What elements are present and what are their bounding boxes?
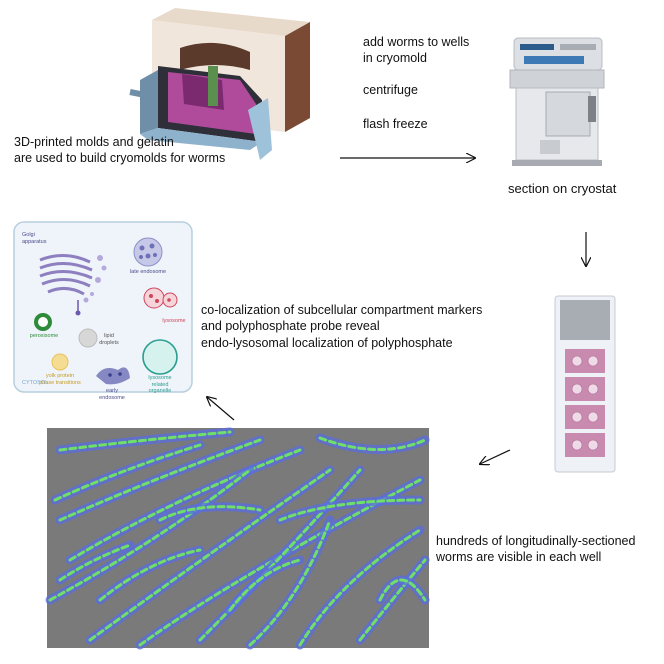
lro-label: lysosome related organelle — [148, 375, 172, 394]
lysosome-label: lysosome — [162, 318, 186, 324]
worms-line1: hundreds of longitudinally-sectioned — [436, 534, 636, 548]
worm-signal — [318, 436, 427, 452]
worm-signal — [88, 468, 332, 642]
lysosome-icon — [143, 287, 178, 309]
lipid-droplet-icon — [78, 328, 98, 348]
worm-signal — [298, 528, 422, 647]
worm-signal — [248, 518, 332, 647]
worm-signal — [98, 548, 202, 602]
arrow-to-micrograph — [480, 449, 511, 464]
worm-signal — [198, 468, 362, 642]
worm-signal — [278, 498, 422, 522]
cell-panel — [13, 221, 193, 393]
coloc-line1: co-localization of subcellular compartme… — [201, 303, 483, 317]
worm-signal — [228, 558, 302, 612]
step-centrifuge: centrifuge — [363, 83, 418, 97]
golgi-label: Golgi apparatus — [22, 232, 47, 245]
worm-signal — [53, 443, 202, 502]
worm-signal — [358, 558, 427, 642]
yolk-icon — [51, 353, 69, 371]
late-endosome-icon — [133, 237, 163, 267]
arrow-to-cell-panel — [207, 397, 235, 421]
worm-signal — [68, 448, 302, 562]
peroxisome-label: peroxisome — [29, 333, 59, 339]
coloc-line2: and polyphosphate probe reveal — [201, 319, 380, 333]
mold-caption-line2: are used to build cryomolds for worms — [14, 151, 226, 165]
slide-illustration — [554, 295, 616, 473]
worm-signal — [378, 578, 427, 602]
peroxisome-icon — [34, 313, 52, 331]
cryomold-illustration — [129, 8, 310, 160]
golgi-icon — [39, 254, 93, 296]
worm-signal — [58, 438, 262, 522]
lipid-droplets-label: lipid droplets — [99, 333, 119, 346]
worm-signal — [48, 468, 252, 602]
mold-caption-line1: 3D-printed molds and gelatin — [14, 135, 174, 149]
late-endosome-label: late endosome — [129, 269, 167, 275]
step-freeze: flash freeze — [363, 117, 428, 131]
cryostat-illustration — [509, 37, 605, 166]
worm-signal — [58, 430, 232, 452]
coloc-line3: endo-lysosomal localization of polyphosp… — [201, 336, 453, 350]
step-add-line1: add worms to wells — [363, 35, 470, 49]
worms-line2: worms are visible in each well — [436, 550, 602, 564]
step-add-line2: in cryomold — [363, 51, 427, 65]
cytosol-label: CYTOSOL — [22, 380, 49, 386]
yolk-label: yolk protein phase transitions — [39, 373, 81, 386]
early-endosome-label: early endosome — [99, 388, 125, 401]
worm-signal — [158, 505, 262, 522]
early-endosome-icon — [96, 367, 130, 385]
lro-icon — [142, 339, 178, 375]
micrograph — [45, 427, 430, 650]
cryostat-caption: section on cryostat — [508, 181, 617, 196]
worm-signal — [58, 543, 132, 582]
